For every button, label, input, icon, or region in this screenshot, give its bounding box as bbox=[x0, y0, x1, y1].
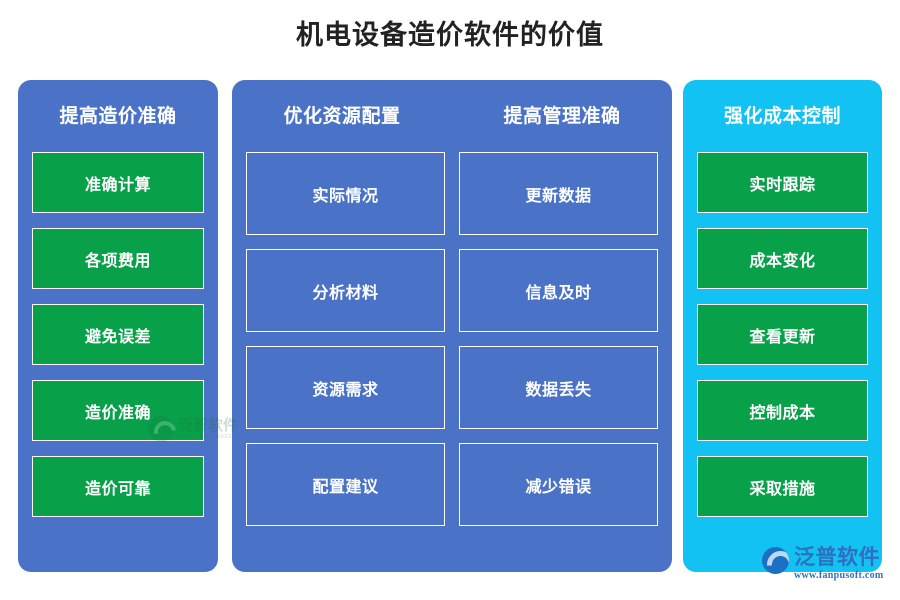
column-header: 优化资源配置 bbox=[283, 106, 401, 127]
column: 更新数据信息及时数据丢失减少错误 bbox=[459, 152, 658, 556]
value-card[interactable]: 配置建议 bbox=[246, 443, 445, 526]
brand-logo: 泛普软件 www.fanpusoft.com bbox=[762, 546, 894, 592]
value-card[interactable]: 分析材料 bbox=[246, 249, 445, 332]
panel-columns: 准确计算各项费用避免误差造价准确造价可靠 bbox=[18, 152, 218, 556]
value-card[interactable]: 减少错误 bbox=[459, 443, 658, 526]
brand-url: www.fanpusoft.com bbox=[794, 570, 884, 581]
value-card[interactable]: 成本变化 bbox=[697, 228, 868, 289]
value-card[interactable]: 采取措施 bbox=[697, 456, 868, 517]
column-header: 提高造价准确 bbox=[59, 106, 177, 127]
value-card[interactable]: 造价准确 bbox=[32, 380, 204, 441]
panel-header-row: 优化资源配置 提高管理准确 bbox=[232, 104, 672, 130]
panel-header-row: 强化成本控制 bbox=[683, 104, 882, 130]
panel-0: 提高造价准确准确计算各项费用避免误差造价准确造价可靠 bbox=[18, 80, 218, 572]
panel-header-row: 提高造价准确 bbox=[18, 104, 218, 130]
value-card[interactable]: 造价可靠 bbox=[32, 456, 204, 517]
column: 实时跟踪成本变化查看更新控制成本采取措施 bbox=[697, 152, 868, 556]
panel-2: 强化成本控制实时跟踪成本变化查看更新控制成本采取措施 bbox=[683, 80, 882, 572]
brand-swirl-icon bbox=[762, 547, 789, 574]
value-card[interactable]: 查看更新 bbox=[697, 304, 868, 365]
value-card[interactable]: 信息及时 bbox=[459, 249, 658, 332]
panel-columns: 实际情况分析材料资源需求配置建议更新数据信息及时数据丢失减少错误 bbox=[232, 152, 672, 556]
value-card[interactable]: 实际情况 bbox=[246, 152, 445, 235]
column: 实际情况分析材料资源需求配置建议 bbox=[246, 152, 445, 556]
column: 准确计算各项费用避免误差造价准确造价可靠 bbox=[32, 152, 204, 556]
brand-text: 泛普软件 www.fanpusoft.com bbox=[794, 546, 884, 582]
page-title: 机电设备造价软件的价值 bbox=[296, 20, 604, 50]
value-card[interactable]: 各项费用 bbox=[32, 228, 204, 289]
value-card[interactable]: 控制成本 bbox=[697, 380, 868, 441]
brand-name: 泛普软件 bbox=[794, 546, 880, 569]
panel-1: 优化资源配置提高管理准确实际情况分析材料资源需求配置建议更新数据信息及时数据丢失… bbox=[232, 80, 672, 572]
value-card[interactable]: 资源需求 bbox=[246, 346, 445, 429]
value-card[interactable]: 更新数据 bbox=[459, 152, 658, 235]
value-card[interactable]: 实时跟踪 bbox=[697, 152, 868, 213]
column-header: 提高管理准确 bbox=[503, 106, 621, 127]
column-header: 强化成本控制 bbox=[723, 106, 841, 127]
value-card[interactable]: 准确计算 bbox=[32, 152, 204, 213]
value-card[interactable]: 避免误差 bbox=[32, 304, 204, 365]
panel-columns: 实时跟踪成本变化查看更新控制成本采取措施 bbox=[683, 152, 882, 556]
value-card[interactable]: 数据丢失 bbox=[459, 346, 658, 429]
